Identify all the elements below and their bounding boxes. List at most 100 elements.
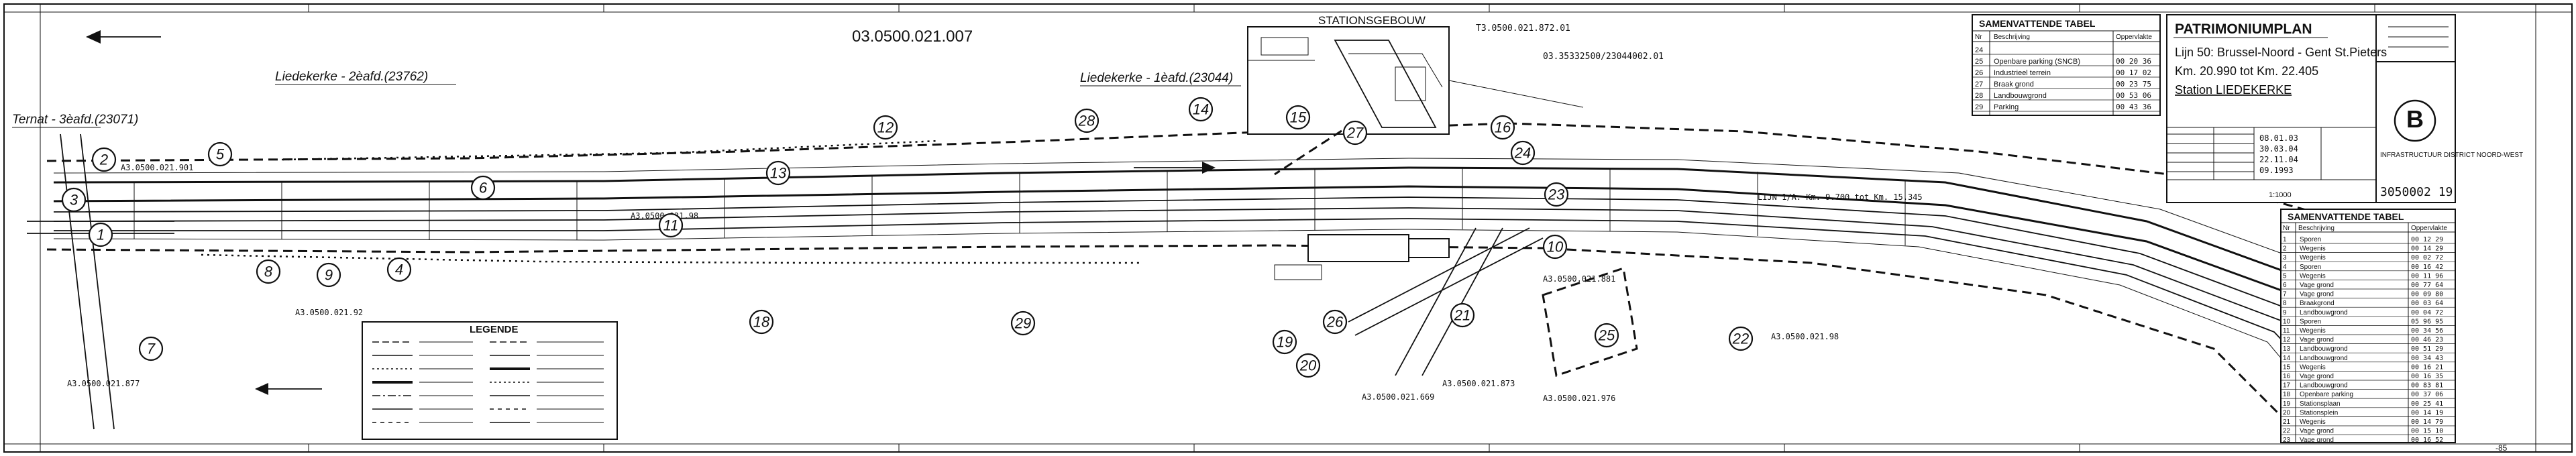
callout-number: 7 (147, 341, 156, 357)
summary-table-small: SAMENVATTENDE TABEL Nr Beschrijving Oppe… (1972, 14, 2161, 116)
km-note: LIJN 1/A: Km. 9.700 tot Km. 15.345 (1758, 192, 1923, 202)
title-line-2: Km. 20.990 tot Km. 22.405 (2175, 64, 2318, 78)
table-cell-area: 00 11 96 (2411, 272, 2443, 280)
plan-ref: A3.0500.021.92 (295, 308, 363, 317)
table-cell-nr: 16 (2283, 373, 2291, 380)
title-date: 09.1993 (2259, 166, 2294, 175)
table-cell-area: 00 20 36 (2116, 57, 2151, 66)
table-cell-area: 00 17 02 (2116, 68, 2151, 77)
callout-circle (1272, 329, 1297, 355)
parcel-callout-24: 24 (1510, 140, 1536, 166)
table-cell-area: 00 15 10 (2411, 428, 2443, 435)
callout-number: 22 (1732, 331, 1749, 347)
callout-circle (316, 262, 341, 288)
callout-number: 4 (395, 262, 403, 278)
frame-ticks (308, 4, 2375, 452)
callout-number: 13 (770, 165, 787, 182)
table-cell-area: 00 12 29 (2411, 236, 2443, 243)
table-cell-area: 00 43 36 (2116, 103, 2151, 111)
summary-small-header: Oppervlakte (2116, 34, 2152, 41)
table-cell-area: 00 16 21 (2411, 363, 2443, 371)
direction-arrow-bottom (255, 383, 322, 395)
table-cell-description: Sporen (2300, 264, 2321, 271)
parcel-callout-14: 14 (1188, 97, 1214, 122)
table-cell-nr: 5 (2283, 272, 2287, 280)
table-cell-nr: 27 (1975, 80, 1983, 89)
road-station (1348, 227, 1544, 376)
table-cell-area: 00 77 64 (2411, 282, 2443, 289)
plan-ref: A3.0500.021.873 (1442, 379, 1515, 388)
table-cell-description: Braak grond (1994, 80, 2034, 89)
table-cell-nr: 29 (1975, 103, 1983, 111)
station-platform-buildings (1274, 234, 1450, 280)
callout-circle (1490, 115, 1515, 140)
table-cell-area: 00 46 23 (2411, 337, 2443, 344)
callout-number: 6 (479, 180, 488, 196)
table-cell-description: Vage grond (2300, 437, 2334, 444)
callout-number: 27 (1346, 125, 1364, 141)
table-cell-nr: 11 (2283, 327, 2290, 335)
table-cell-nr: 6 (2283, 282, 2287, 289)
table-cell-nr: 7 (2283, 291, 2287, 298)
table-cell-nr: 14 (2283, 355, 2291, 362)
table-cell-description: Industrieel terrein (1994, 69, 2051, 77)
summary-large-header: Oppervlakte (2411, 225, 2447, 232)
parcel-callout-11: 11 (658, 213, 684, 238)
plot-25-outline (1542, 267, 1638, 377)
table-cell-nr: 28 (1975, 92, 1983, 100)
callout-circle (207, 141, 233, 167)
callout-number: 16 (1495, 119, 1511, 136)
plan-ref: A3.0500.021.881 (1543, 274, 1615, 284)
callout-circle (765, 160, 791, 186)
table-cell-area: 00 25 41 (2411, 400, 2443, 408)
table-cell-nr: 17 (2283, 382, 2291, 390)
table-cell-description: Stationsplaan (2300, 400, 2341, 408)
parcel-callout-22: 22 (1728, 326, 1754, 351)
title-date: 30.03.04 (2259, 144, 2298, 154)
sncb-logo-icon (2394, 99, 2436, 142)
table-cell-area: 00 14 29 (2411, 245, 2443, 253)
table-cell-area: 00 34 56 (2411, 327, 2443, 335)
parcel-callout-13: 13 (765, 160, 791, 186)
parcel-callout-27: 27 (1342, 120, 1368, 146)
callout-circle (138, 336, 164, 361)
summary-small-header: Nr (1975, 34, 1982, 41)
parcel-callout-5: 5 (207, 141, 233, 167)
callout-number: 20 (1299, 357, 1317, 374)
table-cell-description: Vage grond (2300, 291, 2334, 298)
table-cell-nr: 25 (1975, 58, 1983, 66)
drawing-number: 03.0500.021.007 (852, 27, 973, 46)
table-cell-description: Wegenis (2300, 272, 2326, 280)
callout-number: 10 (1547, 239, 1564, 255)
table-cell-description: Wegenis (2300, 418, 2326, 426)
table-cell-description: Sporen (2300, 318, 2321, 325)
summary-large-header: Beschrijving (2298, 225, 2334, 232)
table-cell-area: 00 03 64 (2411, 300, 2443, 307)
section-label-ternat: Ternat - 3èafd.(23071) (12, 113, 138, 127)
callout-circle (1010, 310, 1036, 336)
legend-box (362, 321, 618, 440)
callout-number: 1 (97, 227, 105, 243)
page-marker: -85 (2496, 443, 2508, 453)
table-cell-area: 00 14 19 (2411, 409, 2443, 416)
title-date: 08.01.03 (2259, 133, 2298, 143)
callout-circle (1074, 108, 1099, 133)
parcel-callout-23: 23 (1544, 182, 1569, 207)
plan-ref: A3.0500.021.669 (1362, 392, 1434, 402)
table-cell-nr: 26 (1975, 69, 1983, 77)
table-cell-nr: 20 (2283, 409, 2291, 416)
plan-ref: A3.0500.021.901 (121, 163, 193, 172)
callout-number: 9 (325, 267, 333, 284)
plan-ref: A3.0500.021.877 (67, 379, 140, 388)
parcel-callout-8: 8 (256, 259, 281, 284)
table-cell-area: 00 51 29 (2411, 345, 2443, 353)
table-cell-nr: 22 (2283, 428, 2291, 435)
section-label-liedekerke-1: Liedekerke - 1èafd.(23044) (1080, 71, 1233, 85)
table-cell-nr: 24 (1975, 46, 1983, 54)
callout-circle (386, 257, 412, 282)
callout-circle (1728, 326, 1754, 351)
summary-small-title: SAMENVATTENDE TABEL (1979, 18, 2096, 29)
